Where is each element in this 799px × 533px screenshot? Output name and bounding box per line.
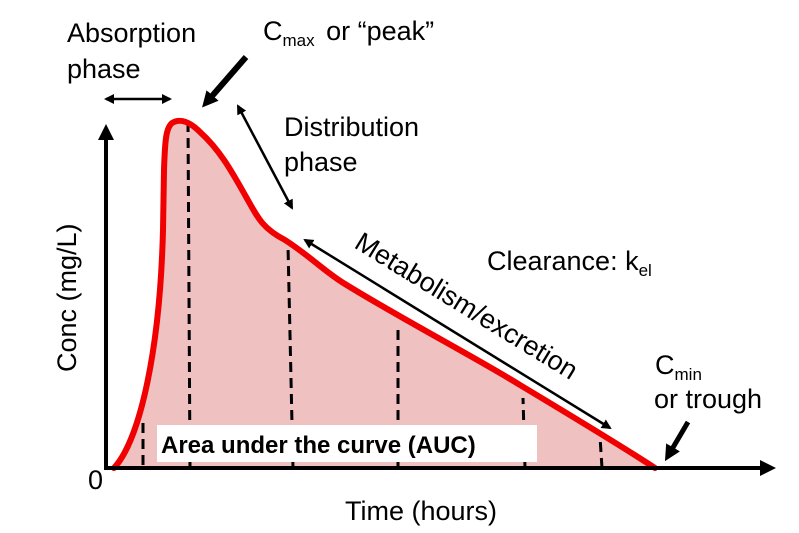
clearance-main: Clearance: k <box>487 246 639 276</box>
x-axis-label: Time (hours) <box>345 496 497 526</box>
auc-label: Area under the curve (AUC) <box>161 432 476 459</box>
cmax-thick-arrow-icon <box>202 55 249 108</box>
cmax-sub: max <box>283 31 316 50</box>
metabolism-double-arrow-icon <box>303 238 612 430</box>
clearance-sub: el <box>639 261 652 280</box>
clearance-label: Clearance: kel <box>487 246 652 280</box>
auc-label-background <box>157 425 537 462</box>
cmin-label: Cmin <box>655 350 702 384</box>
distribution-label-line1: Distribution <box>284 112 419 142</box>
origin-label: 0 <box>88 465 103 495</box>
distribution-label-line2: phase <box>284 147 358 177</box>
cmax-label: Cmax or “peak” <box>263 16 434 50</box>
dashed-line-2 <box>186 121 192 469</box>
y-axis-label: Conc (mg/L) <box>52 223 82 372</box>
cmax-main: C <box>263 16 283 46</box>
cmin-sub: min <box>675 365 702 384</box>
cmax-rest: or “peak” <box>319 16 435 46</box>
cmin-thick-arrow-icon <box>664 420 691 462</box>
cmin-main: C <box>655 350 675 380</box>
distribution-double-arrow-icon <box>236 104 294 210</box>
dashed-line-6 <box>598 436 604 469</box>
y-axis-arrowhead <box>98 124 114 140</box>
absorption-label-line1: Absorption <box>67 18 196 48</box>
absorption-label-line2: phase <box>67 54 141 84</box>
trough-label: or trough <box>654 384 762 414</box>
axes <box>98 124 776 476</box>
x-axis-arrowhead <box>760 460 776 476</box>
